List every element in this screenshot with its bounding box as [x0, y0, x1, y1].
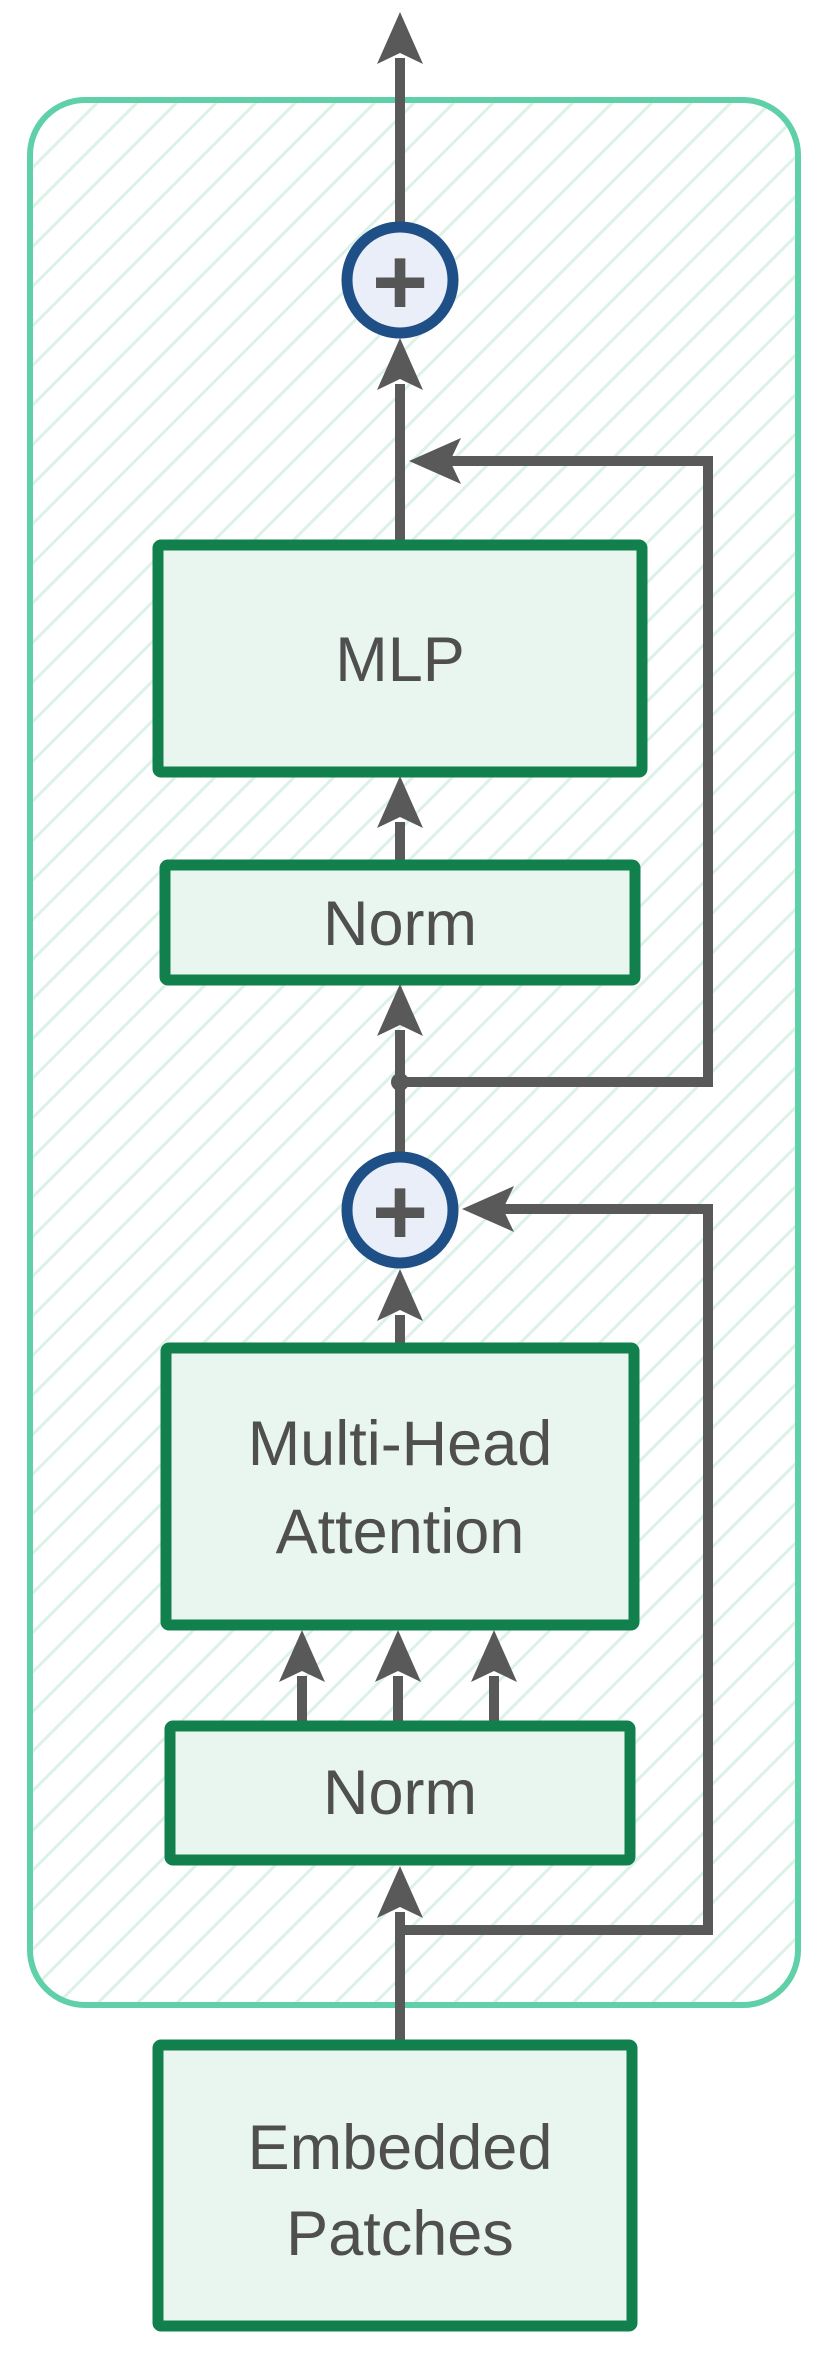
embedded-patches-label-line2: Patches [286, 2199, 514, 2269]
skip-connection-lower-arrowhead-icon [462, 1186, 514, 1232]
residual-add-top-plus-icon: + [372, 229, 428, 336]
norm-upper-label: Norm [323, 889, 477, 959]
input-arrowhead-icon [377, 1866, 423, 1918]
mha-to-add-arrowhead-icon [377, 1269, 423, 1321]
embedded-patches-label-line1: Embedded [248, 2113, 553, 2183]
residual-add-middle-plus-icon: + [372, 1159, 428, 1266]
skip-connection-upper-line [400, 456, 713, 1087]
mlp-box [152, 539, 648, 778]
norm-to-mlp-arrowhead-icon [377, 776, 423, 828]
norm-to-mha-arrowhead-left-icon [279, 1630, 325, 1682]
mlp-label: MLP [335, 625, 465, 695]
norm-to-mha-arrowhead-right-icon [471, 1630, 517, 1682]
multi-head-attention-label-line2: Attention [276, 1497, 525, 1567]
norm-box-lower [164, 1720, 636, 1866]
norm-to-mha-arrowhead-center-icon [375, 1630, 421, 1682]
output-arrowhead-icon [377, 12, 423, 64]
norm-lower-label: Norm [323, 1758, 477, 1828]
skip-connection-lower-line [400, 1204, 713, 1935]
mlp-to-add-arrowhead-icon [377, 338, 423, 390]
norm-box-upper [159, 859, 641, 986]
multi-head-attention-box [160, 1342, 640, 1631]
skip-connection-upper-arrowhead-icon [409, 438, 461, 484]
multi-head-attention-label-line1: Multi-Head [248, 1409, 553, 1479]
residual-add-circle-top [341, 221, 459, 339]
encoder-block-container [27, 97, 801, 2008]
residual-add-circle-middle [341, 1151, 459, 1269]
add-to-norm-arrowhead-icon [377, 984, 423, 1036]
embedded-patches-box [152, 2039, 638, 2332]
